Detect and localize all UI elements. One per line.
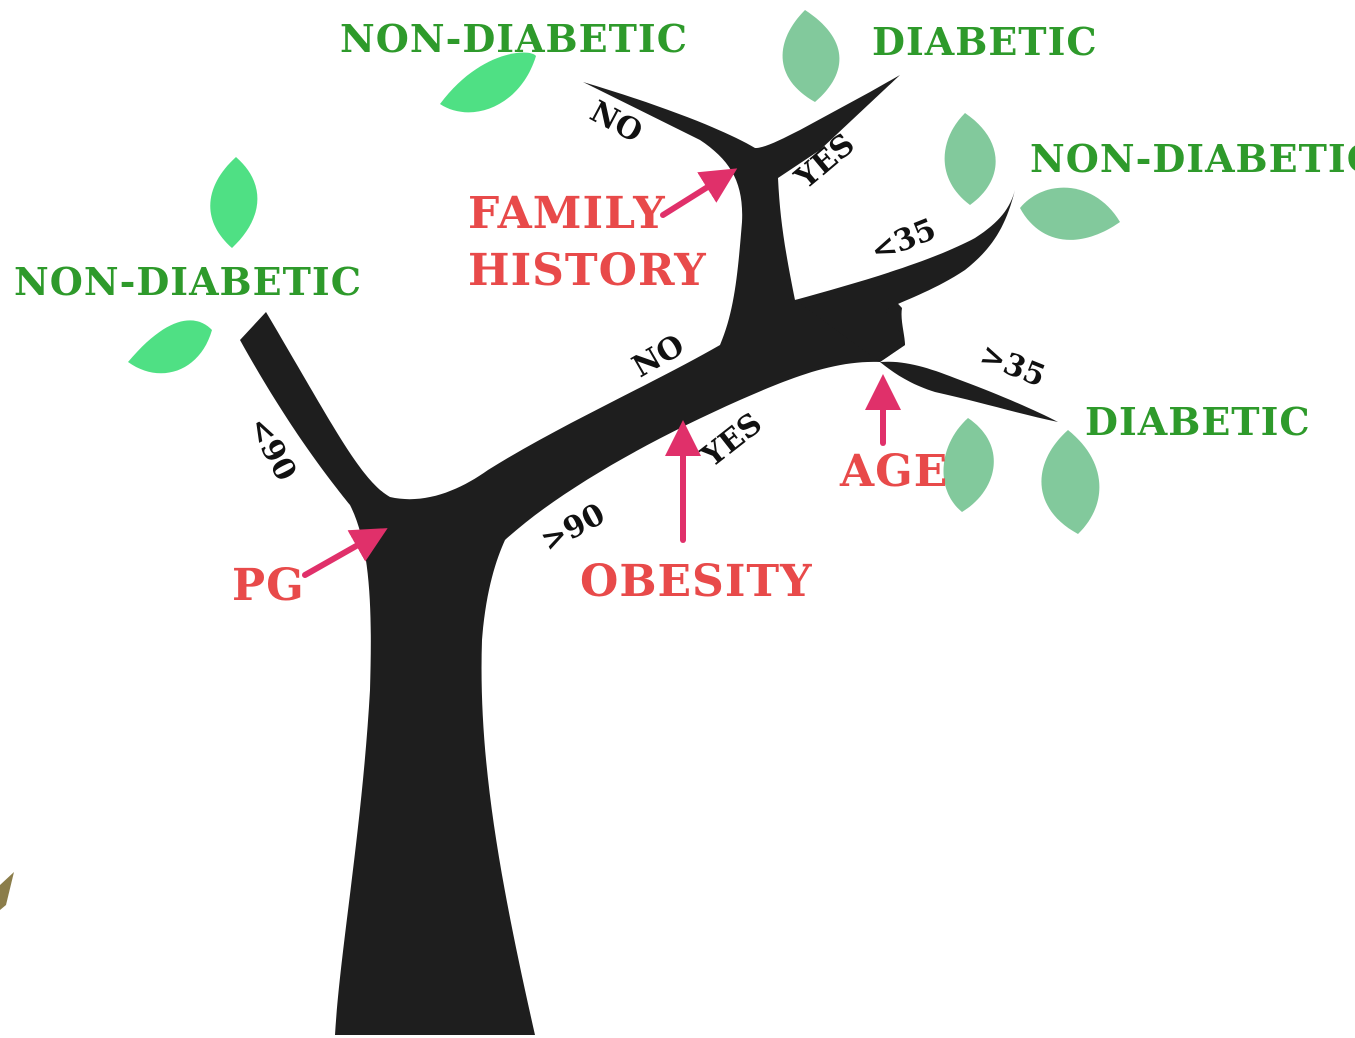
leaf: [945, 113, 996, 205]
outcome-label-family-yes: DIABETIC: [872, 19, 1098, 64]
branch-label-age-high: >35: [975, 337, 1050, 395]
leaf: [210, 157, 257, 248]
outcome-label-age-low: NON-DIABETIC: [1030, 136, 1355, 181]
feature-label-family-history: HISTORY: [468, 245, 707, 296]
feature-label-obesity: OBESITY: [580, 556, 813, 607]
leaf: [783, 10, 840, 102]
corner-decoration: [0, 872, 14, 910]
family-history-arrow: [663, 178, 722, 215]
outcome-label-pg-low: NON-DIABETIC: [14, 259, 362, 304]
leaf: [943, 418, 993, 512]
leaf: [1020, 188, 1120, 240]
feature-label-pg: PG: [232, 560, 305, 611]
outcome-label-family-no: NON-DIABETIC: [340, 16, 688, 61]
outcome-label-age-high: DIABETIC: [1085, 399, 1311, 444]
branch-label-obesity-yes: YES: [695, 406, 769, 475]
leaf: [1041, 430, 1099, 534]
pg-arrow: [305, 537, 372, 575]
feature-labels: PG OBESITY FAMILY HISTORY AGE: [232, 188, 948, 611]
leaf: [128, 320, 212, 373]
feature-label-family-history: FAMILY: [468, 188, 666, 239]
leaf: [440, 53, 536, 113]
feature-label-age: AGE: [839, 446, 948, 497]
